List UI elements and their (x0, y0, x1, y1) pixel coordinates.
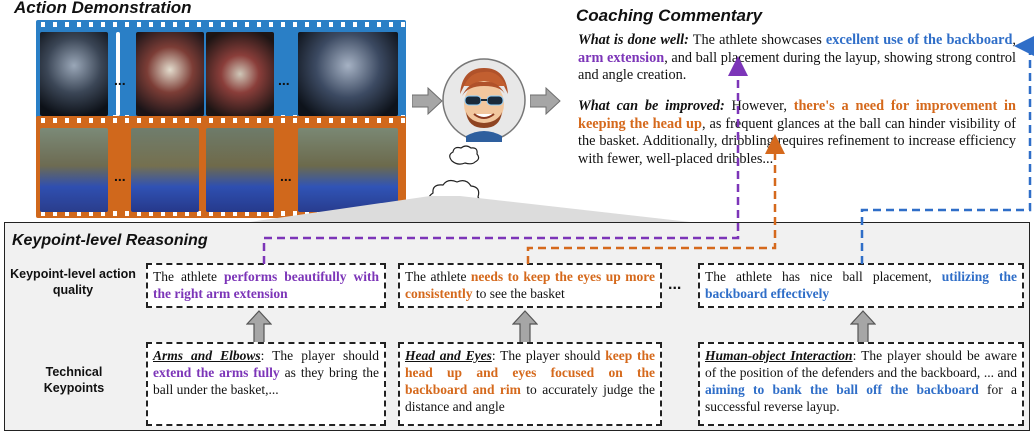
connector-purple (262, 56, 748, 264)
video-frame (298, 128, 398, 212)
action-demonstration-title: Action Demonstration (14, 0, 192, 17)
video-frame (40, 32, 108, 116)
film-ellipsis: ... (278, 72, 290, 88)
improve-label: What can be improved: (578, 98, 725, 114)
connector-blue (860, 36, 1034, 264)
technical-head-interaction: Human-object Interaction (705, 348, 853, 363)
improve-highlight-head: there's a need for improvement in keepin… (578, 98, 1016, 132)
row-label-technical: Technical Keypoints (43, 365, 105, 395)
commentary-well: What is done well: The athlete showcases… (578, 32, 1017, 83)
panel-connector (250, 196, 690, 222)
commentary-improve: What can be improved: However, there's a… (578, 98, 1016, 167)
technical-head-arms: Arms and Elbows (153, 348, 261, 363)
video-frame (131, 128, 199, 212)
row-label-quality: Keypoint-level action quality (10, 267, 136, 297)
coach-avatar-icon (442, 58, 526, 142)
coaching-commentary-title: Coaching Commentary (576, 6, 763, 25)
video-frame (206, 128, 274, 212)
video-frame (136, 32, 204, 116)
film-strip-orange: ... ... (36, 116, 406, 218)
between-ellipsis: ... (668, 276, 682, 293)
right-arrow-icon (412, 86, 443, 116)
technical-head-head: Head and Eyes (405, 348, 492, 363)
technical-box-interaction: Human-object Interaction: The player sho… (698, 342, 1024, 426)
film-ellipsis: ... (114, 72, 126, 88)
technical-box-arms: Arms and Elbows: The player should exten… (146, 342, 386, 426)
video-frame (40, 128, 108, 212)
quality-box-head: The athlete needs to keep the eyes up mo… (398, 263, 662, 308)
quality-box-arms: The athlete performs beautifully with th… (146, 263, 386, 308)
video-frame (206, 32, 274, 116)
film-ellipsis: ... (280, 168, 292, 184)
well-highlight-arm: arm extension (578, 49, 665, 66)
well-highlight-backboard: excellent use of the backboard (825, 32, 1013, 48)
connector-orange (526, 134, 785, 264)
film-ellipsis: ... (114, 168, 126, 184)
right-arrow-icon (530, 86, 561, 116)
keypoint-reasoning-title: Keypoint-level Reasoning (12, 232, 208, 249)
quality-box-interaction: The athlete has nice ball placement, uti… (698, 263, 1024, 308)
technical-box-head: Head and Eyes: The player should keep th… (398, 342, 662, 426)
thought-cloud-small-icon (449, 145, 480, 165)
film-strip-blue: ... ... (36, 20, 406, 122)
well-label: What is done well: (578, 32, 689, 48)
video-frame (298, 32, 398, 116)
